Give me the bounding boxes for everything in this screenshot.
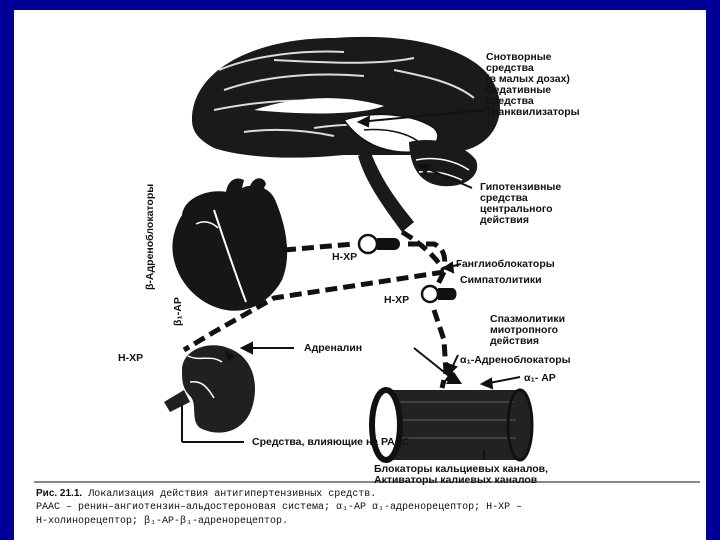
caption-line-2: РААС – ренин–ангиотензин–альдостероновая… — [36, 502, 523, 513]
caption-figure-number: Рис. 21.1. — [36, 488, 83, 499]
label-nxr-left: Н-ХР — [118, 352, 144, 364]
heart-illustration — [172, 178, 288, 311]
label-beta1-ar: β₁-АР — [172, 297, 184, 326]
caption-title: Локализация действия антигипертензивных … — [82, 489, 377, 500]
nerve-pathways — [182, 229, 449, 389]
label-sleep-drugs: Снотворные средства (в малых дозах) Седа… — [486, 51, 580, 118]
label-alpha1-blockers: α₁-Адреноблокаторы — [460, 354, 571, 366]
label-nxr-mid: Н-ХР — [384, 294, 410, 306]
brain-illustration — [192, 36, 500, 232]
diagram-canvas — [34, 36, 700, 483]
caption-line-3: Н-холинорецептор; β₁-АР-β₁-адренорецепто… — [36, 516, 289, 527]
pointer-arrows — [181, 109, 521, 460]
label-nxr-top: Н-ХР — [332, 251, 358, 263]
label-ganglioblockers: Ганглиоблокаторы — [456, 258, 555, 270]
label-spasmolytics: Спазмолитики миотропного действия — [490, 313, 566, 347]
label-raas-drugs: Средства, влияющие на РААС — [252, 436, 410, 448]
slide: Снотворные средства (в малых дозах) Седа… — [14, 10, 706, 540]
label-adrenaline: Адреналин — [304, 342, 363, 354]
label-channel-drugs: Блокаторы кальциевых каналов, Активаторы… — [374, 463, 549, 486]
caption-line-1: Рис. 21.1. Локализация действия антигипе… — [36, 488, 376, 500]
kidney-illustration — [164, 345, 255, 433]
label-alpha1-ar: α₁- АР — [524, 372, 556, 384]
label-central-hypotensive: Гипотензивные средства центрального дейс… — [480, 181, 562, 226]
vessel-illustration — [369, 387, 534, 463]
label-sympatholytics: Симпатолитики — [460, 274, 542, 286]
label-beta-blockers: β-Адреноблокаторы — [144, 183, 156, 290]
